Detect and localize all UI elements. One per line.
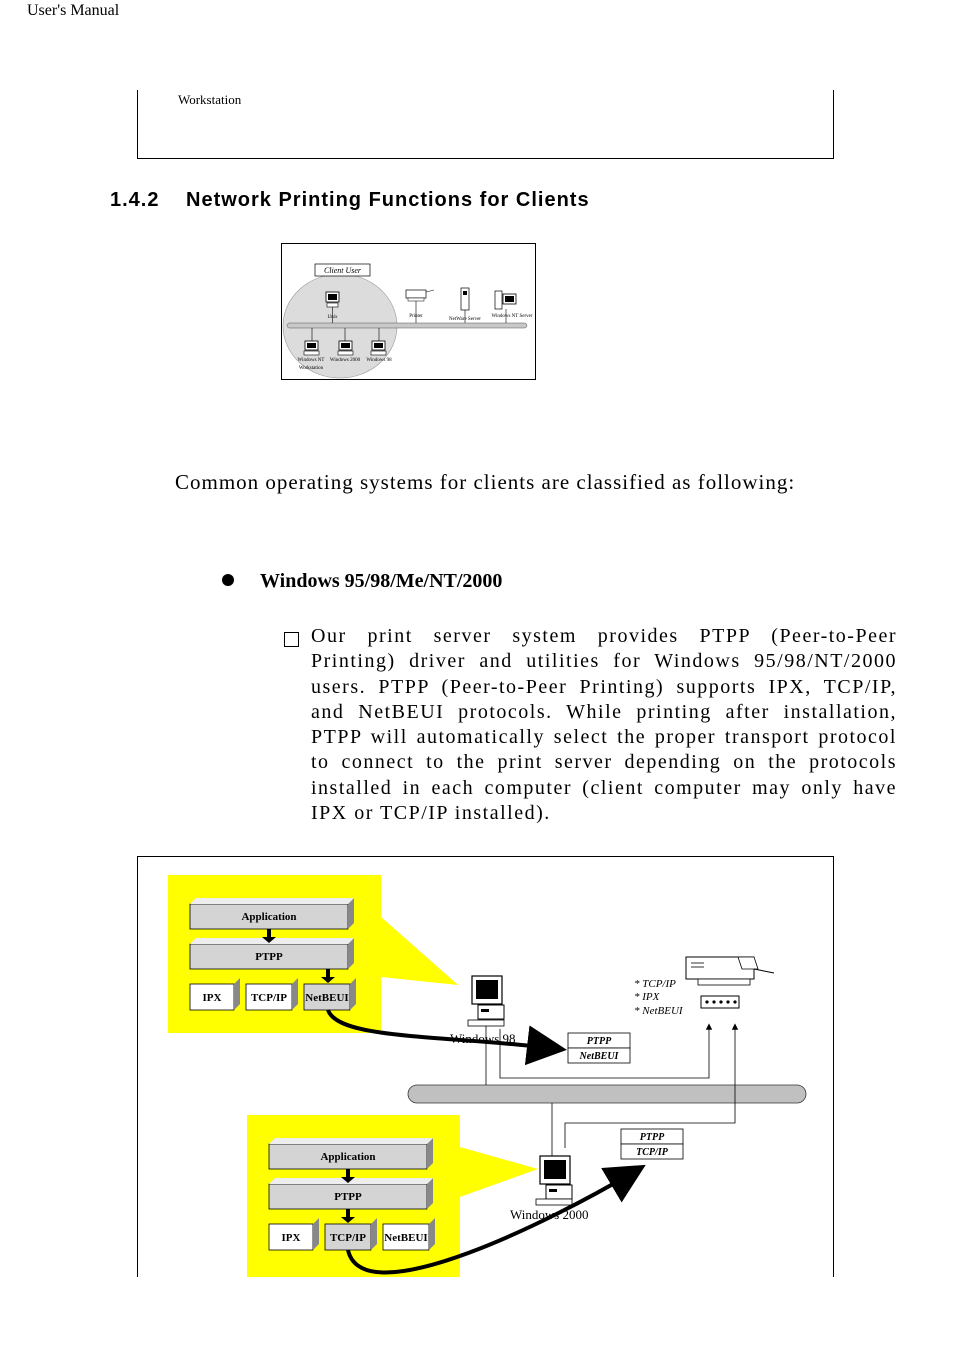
- protocol-item-2: * IPX: [634, 991, 661, 1003]
- intro-text: Common operating systems for clients are…: [175, 470, 796, 494]
- tcpip-flow-arrow: [346, 1164, 646, 1275]
- protocol-item-1: * TCP/IP: [634, 978, 676, 990]
- nt-server-label: Windows NT Server: [491, 314, 532, 319]
- client-user-label: Client User: [324, 266, 362, 275]
- netbeui-label-bottom: NetBEUI: [384, 1232, 427, 1244]
- printer-icon: [685, 956, 775, 986]
- section-title: Network Printing Functions for Clients: [186, 189, 590, 211]
- nt-workstation-icon: [303, 328, 320, 356]
- netware-server-label: NetWare Server: [449, 317, 481, 322]
- connection-lines: [485, 1023, 739, 1156]
- section-number: 1.4.2: [110, 189, 160, 211]
- workstation-label: Workstation: [178, 92, 242, 107]
- app-label-top: Application: [241, 911, 296, 923]
- section-heading: 1.4.2 Network Printing Functions for Clie…: [110, 189, 590, 212]
- netbeui-label-top: NetBEUI: [305, 992, 348, 1004]
- win98-workstation-icon: [370, 328, 387, 356]
- arrow-down-icon: [262, 937, 276, 943]
- network-cable: [286, 322, 528, 329]
- bullet-text: Windows 95/98/Me/NT/2000: [260, 570, 503, 592]
- client-network-diagram: Client User Unix Printer NetWare Server: [282, 263, 533, 379]
- packet1-bottom: NetBEUI: [579, 1051, 620, 1062]
- printer-label: Printer: [409, 314, 423, 319]
- tcpip-label-top: TCP/IP: [251, 992, 287, 1004]
- bottom-stack: [268, 1138, 435, 1251]
- network-cable: [407, 1084, 807, 1104]
- tcpip-label-bottom: TCP/IP: [330, 1232, 366, 1244]
- nt-server-icon: [494, 290, 517, 323]
- printer-icon: [405, 289, 435, 323]
- unix-label: Unix: [328, 315, 339, 320]
- bullet-item: Windows 95/98/Me/NT/2000: [222, 570, 502, 593]
- netbeui-block-bottom: [382, 1223, 430, 1251]
- tcpip-block-top: [245, 983, 293, 1011]
- nt-workstation-label-1: Windows NT: [298, 358, 325, 363]
- arrow-down-icon: [341, 1177, 355, 1183]
- top-figure-box: Workstation: [137, 90, 834, 159]
- ptpp-protocol-diagram: Application PTPP IPX TCP/IP NetBEUI Appl…: [168, 875, 807, 1277]
- packet2-bottom: TCP/IP: [636, 1147, 669, 1158]
- netbeui-block-top: [303, 983, 351, 1011]
- top-stack: [189, 898, 356, 1011]
- bullet-dot-icon: [222, 574, 234, 586]
- ipx-label-bottom: IPX: [282, 1232, 301, 1244]
- ipx-block-bottom: [268, 1223, 314, 1251]
- win2000-workstation-icon: [337, 328, 354, 356]
- arrow-down-icon: [321, 977, 335, 983]
- win2000-label: Windows 2000: [510, 1207, 589, 1222]
- win98-label: Windows 98: [366, 358, 392, 363]
- packet-netbeui: [567, 1032, 631, 1064]
- unix-computer-icon: [325, 291, 340, 323]
- print-server-icon: [700, 995, 740, 1009]
- ptpp-block-top: [189, 943, 349, 970]
- netbeui-flow-arrow: [326, 1009, 567, 1066]
- protocol-item-3: * NetBEUI: [634, 1005, 684, 1017]
- app-block-top: [189, 903, 349, 930]
- nt-workstation-label-2: Workstation: [299, 366, 324, 371]
- packet-tcpip: [620, 1128, 684, 1160]
- ptpp-label-bottom: PTPP: [334, 1191, 362, 1203]
- app-label-bottom: Application: [320, 1151, 375, 1163]
- checkbox-bullet-icon: [284, 632, 299, 647]
- ipx-block-top: [189, 983, 235, 1011]
- page-header: User's Manual: [27, 2, 120, 19]
- ptpp-protocol-figure: Application PTPP IPX TCP/IP NetBEUI Appl…: [137, 856, 834, 1277]
- client-user-box: [314, 263, 371, 277]
- packet2-top: PTPP: [640, 1132, 665, 1143]
- paragraph-text: Our print server system provides PTPP (P…: [311, 625, 897, 825]
- ptpp-label-top: PTPP: [255, 951, 283, 963]
- packet1-top: PTPP: [587, 1036, 612, 1047]
- win2000-computer-icon: [535, 1155, 573, 1206]
- arrow-down-icon: [341, 1217, 355, 1223]
- netware-server-icon: [460, 287, 470, 323]
- win2000-label: Windows 2000: [330, 358, 361, 363]
- client-network-figure: Client User Unix Printer NetWare Server: [281, 243, 536, 380]
- ipx-label-top: IPX: [203, 992, 222, 1004]
- win98-computer-icon: [467, 975, 505, 1027]
- tcpip-block-bottom: [324, 1223, 372, 1251]
